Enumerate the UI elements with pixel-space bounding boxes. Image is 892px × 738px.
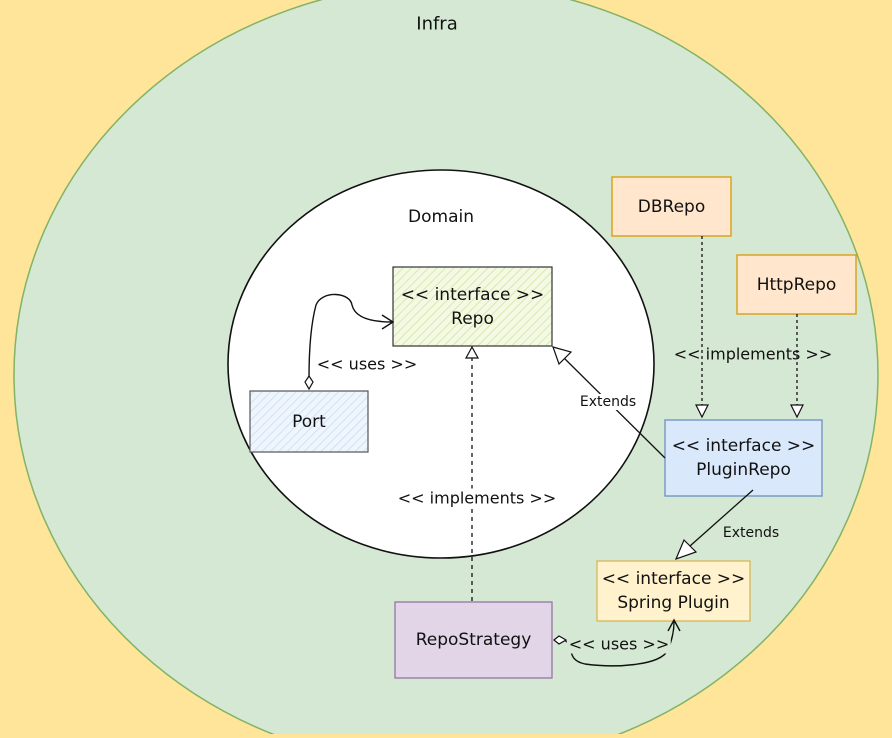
repo-stereotype: << interface >> xyxy=(400,284,545,305)
http-repo-name: HttpRepo xyxy=(756,274,837,295)
implements-label-domain: << implements >> xyxy=(394,488,560,508)
domain-label: Domain xyxy=(408,207,474,227)
http-repo-text: HttpRepo xyxy=(737,255,856,314)
implements-arrowhead-repo xyxy=(464,345,480,359)
implements-arrowhead-http xyxy=(790,404,804,419)
aggregation-diamond-strategy xyxy=(553,635,568,645)
strategy-uses-spring-connector xyxy=(563,621,675,667)
uses-arrowhead xyxy=(381,314,395,330)
port-uses-repo-connector xyxy=(308,293,393,379)
repo-strategy-box[interactable] xyxy=(394,601,553,679)
spring-plugin-interface-box[interactable] xyxy=(596,560,751,622)
http-repo-box[interactable] xyxy=(736,254,857,315)
repo-strategy-name: RepoStrategy xyxy=(415,630,532,650)
port-text: Port xyxy=(250,391,368,452)
db-repo-box[interactable] xyxy=(611,176,732,237)
extends-label-spring: Extends xyxy=(722,525,780,541)
db-repo-text: DBRepo xyxy=(612,177,731,236)
infra-label: Infra xyxy=(416,13,458,35)
port-name: Port xyxy=(292,411,326,432)
spring-plugin-name: Spring Plugin xyxy=(617,593,730,613)
extends-arrowhead-spring xyxy=(674,538,698,561)
uses-label-port-repo: << uses >> xyxy=(316,354,418,374)
repo-name: Repo xyxy=(451,308,494,329)
implements-label-pluginrepo: << implements >> xyxy=(673,344,833,364)
uses-arrowhead-spring xyxy=(667,618,681,632)
uses-label-strategy-spring: << uses >> xyxy=(566,634,672,654)
plugin-repo-text: << interface >> PluginRepo xyxy=(665,420,822,496)
port-box[interactable] xyxy=(249,390,369,453)
db-repo-name: DBRepo xyxy=(637,196,706,217)
repo-strategy-text: RepoStrategy xyxy=(395,602,552,678)
spring-plugin-stereotype: << interface >> xyxy=(601,569,746,589)
aggregation-diamond-port xyxy=(304,374,314,391)
extends-label-repo: Extends xyxy=(577,394,639,410)
spring-plugin-text: << interface >> Spring Plugin xyxy=(597,561,750,621)
plugin-repo-interface-box[interactable] xyxy=(664,419,823,497)
implements-arrowhead-db xyxy=(695,404,709,419)
plugin-repo-stereotype: << interface >> xyxy=(671,436,816,456)
plugin-repo-name: PluginRepo xyxy=(696,460,791,480)
pluginrepo-extends-spring-connector xyxy=(689,489,754,547)
repo-interface-text: << interface >> Repo xyxy=(393,267,552,346)
extends-arrowhead-repo xyxy=(552,346,573,366)
repo-interface-box[interactable] xyxy=(392,266,553,347)
